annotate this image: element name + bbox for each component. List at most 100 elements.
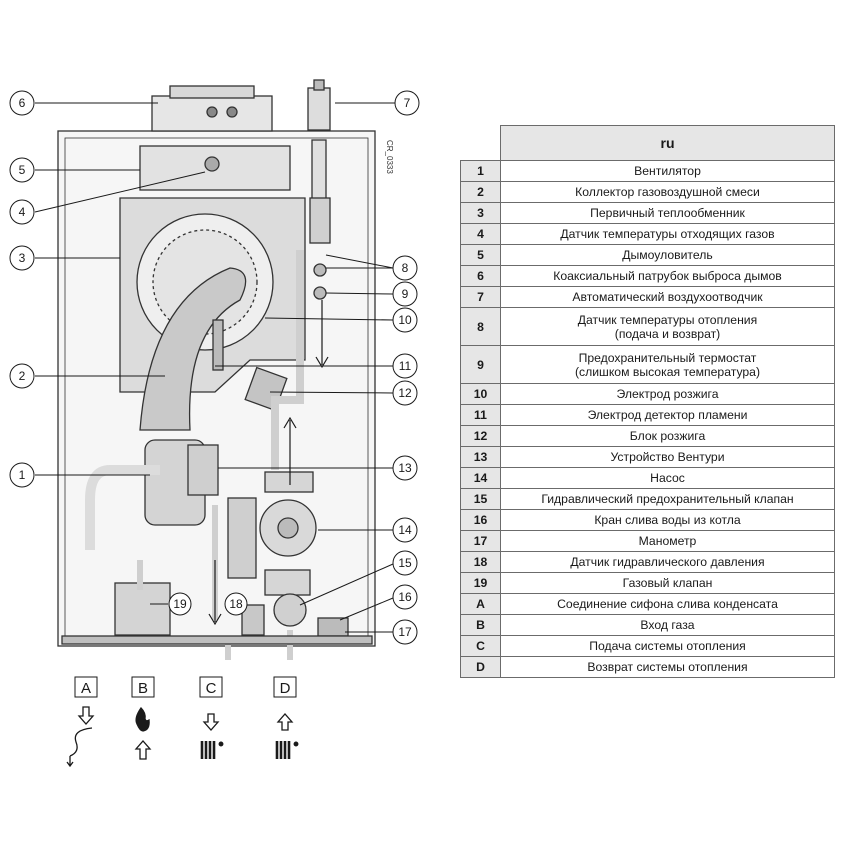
callout-14: 14: [398, 523, 412, 537]
legend-row-number: 13: [460, 446, 501, 468]
callout-18: 18: [229, 597, 243, 611]
gas-flame-icon: [135, 706, 150, 732]
legend-row-label: Насос: [500, 467, 835, 489]
callout-9: 9: [402, 287, 409, 301]
legend-row-label: Дымоуловитель: [500, 244, 835, 266]
legend-row-number: 7: [460, 286, 501, 308]
legend-row-label: Первичный теплообменник: [500, 202, 835, 224]
legend-row-label: Электрод розжига: [500, 383, 835, 405]
safety-thermostat: [313, 286, 327, 300]
callout-4: 4: [19, 205, 26, 219]
legend-row-number: 3: [460, 202, 501, 224]
legend-row-label: Датчик температуры отходящих газов: [500, 223, 835, 245]
legend-header: ru: [500, 125, 835, 161]
drawing-code: CR_0333: [385, 140, 394, 174]
legend-row-label: Коаксиальный патрубок выброса дымов: [500, 265, 835, 287]
legend-row-label: Датчик температуры отопления (подача и в…: [500, 307, 835, 346]
legend-row-label: Вентилятор: [500, 160, 835, 182]
pressure-sensor: [241, 604, 265, 636]
legend-row-number: 4: [460, 223, 501, 245]
legend-row-number: 5: [460, 244, 501, 266]
legend-row-label: Соединение сифона слива конденсата: [500, 593, 835, 615]
up-arrow-icon: [276, 713, 294, 731]
callout-1: 1: [19, 468, 26, 482]
legend-row-number: 8: [460, 307, 501, 346]
legend-row-number: 15: [460, 488, 501, 510]
legend-row-label: Электрод детектор пламени: [500, 404, 835, 426]
legend-row-label: Автоматический воздухоотводчик: [500, 286, 835, 308]
legend-row-label: Газовый клапан: [500, 572, 835, 594]
legend-row-number: 18: [460, 551, 501, 573]
connection-c: C: [206, 680, 217, 697]
legend-row-number: 6: [460, 265, 501, 287]
callout-10: 10: [398, 313, 412, 327]
callout-2: 2: [19, 369, 26, 383]
legend-row-number: 12: [460, 425, 501, 447]
legend-row-label: Возврат системы отопления: [500, 656, 835, 678]
legend-row-label: Подача системы отопления: [500, 635, 835, 657]
legend-row-number: 16: [460, 509, 501, 531]
gas-valve: [114, 582, 171, 636]
callout-7: 7: [404, 96, 411, 110]
callout-13: 13: [398, 461, 412, 475]
condensate-drain-icon: [66, 727, 93, 768]
legend-row-label: Устройство Вентури: [500, 446, 835, 468]
heating-temp-sensor: [313, 263, 327, 277]
legend-row-number: 19: [460, 572, 501, 594]
legend-row-number: 1: [460, 160, 501, 182]
callout-6: 6: [19, 96, 26, 110]
callout-16: 16: [398, 590, 412, 604]
gas-air-mixer: [139, 267, 247, 431]
radiator-icon: [200, 741, 216, 759]
connection-a: A: [81, 680, 91, 697]
legend-corner: [460, 125, 501, 161]
legend-row-label: Вход газа: [500, 614, 835, 636]
connection-b: B: [138, 680, 148, 697]
legend-row-number: 17: [460, 530, 501, 552]
callout-17: 17: [398, 625, 412, 639]
callout-11: 11: [399, 359, 412, 373]
legend-row-label: Гидравлический предохранительный клапан: [500, 488, 835, 510]
legend-row-number: B: [460, 614, 501, 636]
legend-row-label: Манометр: [500, 530, 835, 552]
legend-row-number: C: [460, 635, 501, 657]
callout-3: 3: [19, 251, 26, 265]
venturi: [187, 444, 219, 496]
legend-row-number: D: [460, 656, 501, 678]
legend-row-label: Коллектор газовоздушной смеси: [500, 181, 835, 203]
legend-row-label: Блок розжига: [500, 425, 835, 447]
flue-temp-sensor: [204, 156, 220, 172]
callout-5: 5: [19, 163, 26, 177]
callout-15: 15: [398, 556, 412, 570]
manometer: [317, 617, 349, 637]
safety-valve: [273, 593, 307, 627]
legend-row-number: 9: [460, 345, 501, 384]
callout-19: 19: [173, 597, 187, 611]
up-arrow-icon: [134, 740, 152, 760]
radiator-icon: [275, 741, 291, 759]
